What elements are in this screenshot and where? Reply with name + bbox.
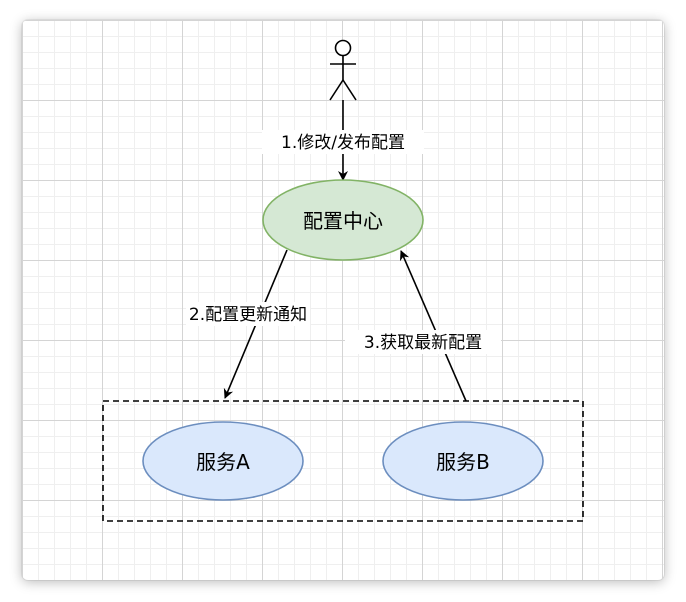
config-center-node[interactable]: 配置中心 bbox=[262, 179, 424, 261]
edge-fetch-label: 3.获取最新配置 bbox=[364, 333, 482, 353]
edge-publish[interactable]: 1.修改/发布配置 bbox=[262, 100, 424, 181]
config-center-label: 配置中心 bbox=[303, 209, 383, 233]
edge-fetch-label-bg bbox=[345, 330, 501, 354]
edge-publish-label: 1.修改/发布配置 bbox=[281, 133, 405, 153]
service-a-label: 服务A bbox=[196, 450, 250, 474]
services-group[interactable] bbox=[102, 400, 584, 522]
service-b-label: 服务B bbox=[436, 450, 490, 474]
edge-publish-label-bg bbox=[262, 130, 424, 154]
edge-notify-label-bg bbox=[186, 302, 310, 326]
edge-fetch[interactable]: 3.获取最新配置 bbox=[345, 250, 501, 402]
user-actor-icon[interactable] bbox=[329, 39, 357, 101]
service-b-node[interactable]: 服务B bbox=[382, 421, 544, 501]
edge-notify-label: 2.配置更新通知 bbox=[189, 305, 307, 325]
service-a-node[interactable]: 服务A bbox=[142, 421, 304, 501]
edge-notify[interactable]: 2.配置更新通知 bbox=[186, 249, 310, 399]
diagram-canvas: 1.修改/发布配置 配置中心 2.配置更新通知 3.获取最新配置 服务A bbox=[22, 20, 664, 580]
architecture-diagram: 1.修改/发布配置 配置中心 2.配置更新通知 3.获取最新配置 服务A bbox=[102, 39, 584, 522]
